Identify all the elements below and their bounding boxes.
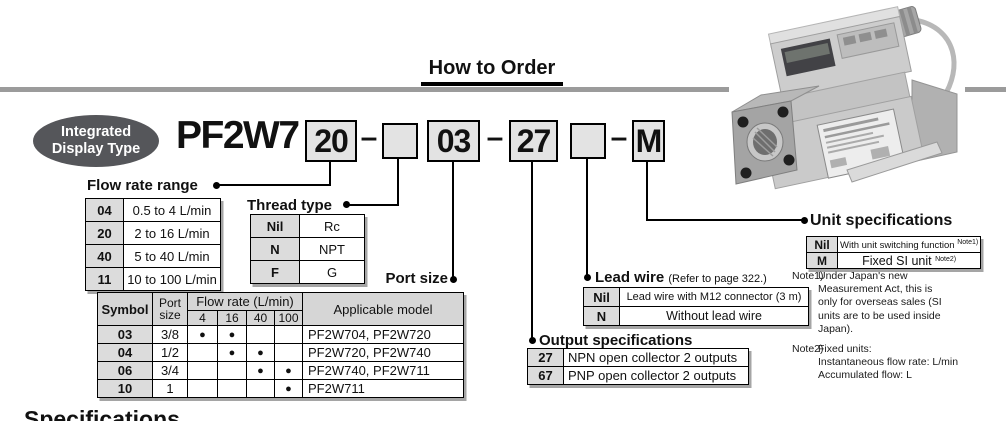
model-dash: – [486,121,504,154]
table-row: 10 1 ● PF2W711 [97,379,464,398]
note2: Note2) Fixed units: [792,343,872,356]
note1-superscript: Note1) [957,238,979,246]
flow-rate-range-label: Flow rate range [87,177,198,194]
bullet-dot-lead [584,274,591,281]
thread-type-label: Thread type [247,197,333,214]
integrated-display-type-badge: Integrated Display Type [33,115,159,167]
table-row: 03 3/8 ● ● PF2W704, PF2W720 [97,325,464,344]
lead-wire-label: Lead wire (Refer to page 322.) [595,269,767,286]
connector-line-output [531,161,533,339]
connector-line-port [452,161,454,278]
connector-line-thread [347,204,399,206]
output-code-box: 27 [509,120,558,162]
bullet-dot-unit [801,217,808,224]
bullet-dot-output [529,337,536,344]
connector-line-flow [329,161,331,186]
table-subheader-row: 4 16 40 100 [98,310,464,326]
bullet-dot-thread [343,201,350,208]
port-size-label: Port size [385,270,448,287]
port-size-code-box: 03 [427,120,480,162]
flow-rate-code-box: 20 [305,120,357,162]
model-dash: – [610,121,628,154]
model-prefix: PF2W7 [176,114,300,157]
connector-line-lead [586,158,588,276]
lead-wire-code-box [570,123,606,159]
lead-wire-page-ref: (Refer to page 322.) [668,273,767,285]
product-photo [729,0,965,190]
output-specifications-label: Output specifications [539,332,693,349]
flow-switch-illustration [731,6,958,190]
bullet-dot-flow [213,182,220,189]
table-row: 06 3/4 ● ● PF2W740, PF2W711 [97,361,464,380]
page-title: How to Order [421,57,563,86]
connector-line-flow [217,184,331,186]
bullet-dot-port [450,276,457,283]
connector-line-unit [646,219,805,221]
note2-superscript: Note2) [935,255,957,263]
next-section-heading: Specifications [24,406,180,421]
note1: Note1) Under Japan's new [792,270,908,282]
section-rule [0,87,1006,92]
connector-line-unit [646,161,648,221]
badge-line2: Display Type [51,141,141,157]
unit-code-box: M [632,120,665,162]
table-row: 04 1/2 ● ● PF2W720, PF2W740 [97,343,464,362]
connector-line-thread [397,158,399,206]
model-dash: – [360,121,378,154]
unit-specifications-label: Unit specifications [810,212,953,229]
thread-type-code-box [382,123,418,159]
badge-line1: Integrated [60,123,132,140]
footnotes: Note1) Under Japan's new Measurement Act… [792,270,1006,383]
